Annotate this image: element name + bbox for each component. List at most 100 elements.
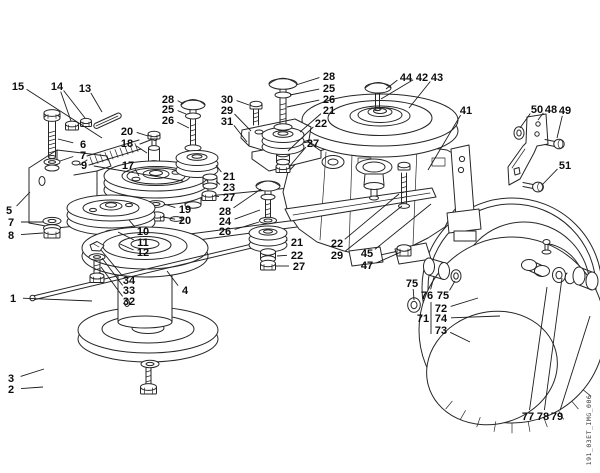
leader-line-41 — [427, 114, 461, 171]
callout-44: 44 — [400, 72, 413, 84]
callout-28: 28 — [323, 71, 335, 83]
callout-72: 72 — [435, 303, 447, 315]
callout-73: 73 — [435, 325, 447, 337]
leader-line-9 — [93, 165, 184, 182]
leader-line-31 — [233, 125, 248, 143]
leader-line-73 — [450, 331, 471, 343]
callout-26: 26 — [323, 94, 335, 106]
callout-19: 19 — [179, 204, 191, 216]
callout-20: 20 — [121, 126, 133, 138]
leader-line-28 — [233, 188, 262, 209]
callout-26: 26 — [162, 115, 174, 127]
callout-41: 41 — [460, 105, 472, 117]
spring — [79, 135, 158, 166]
leader-line-22 — [344, 193, 400, 240]
leader-line-22 — [276, 254, 288, 257]
washers-7-8-lower — [42, 216, 62, 239]
callout-12: 12 — [137, 247, 149, 259]
idler-stack-center — [261, 77, 305, 173]
housing-bolt-29 — [397, 161, 411, 209]
leader-line-26 — [234, 221, 260, 230]
callout-42: 42 — [416, 72, 428, 84]
callout-27: 27 — [307, 138, 319, 150]
leader-line-25 — [289, 88, 320, 96]
callout-22: 22 — [331, 238, 343, 250]
callout-29: 29 — [221, 105, 233, 117]
leader-line-76 — [430, 276, 435, 290]
callout-27: 27 — [223, 192, 235, 204]
callout-18: 18 — [121, 138, 133, 150]
leader-line-20 — [136, 131, 149, 137]
leader-line-21 — [285, 239, 288, 242]
leader-line-14 — [63, 90, 86, 119]
callout-32: 32 — [123, 296, 135, 308]
callout-2: 2 — [8, 384, 14, 396]
leader-line-78 — [543, 277, 563, 411]
callout-15: 15 — [12, 81, 24, 93]
leader-line-13 — [90, 92, 103, 113]
callout-13: 13 — [79, 83, 91, 95]
pin-13 — [93, 112, 122, 129]
leader-line-49 — [556, 115, 563, 139]
callout-5: 5 — [6, 205, 12, 217]
leader-line-33 — [101, 257, 123, 286]
callout-48: 48 — [545, 104, 557, 116]
transaxle-housing-41 — [282, 144, 482, 267]
leader-line-27 — [214, 195, 220, 198]
leader-line-21 — [299, 113, 322, 133]
leader-line-34 — [100, 249, 123, 276]
idler-stack-left — [175, 99, 219, 201]
leader-line-50 — [519, 113, 531, 129]
callout-17: 17 — [122, 160, 134, 172]
leader-line-6 — [57, 138, 74, 144]
leader-line-29 — [344, 205, 403, 252]
figure-id: 191_03ET_IMG_006 — [585, 395, 593, 466]
leader-line-42 — [380, 79, 414, 100]
callout-26: 26 — [219, 226, 231, 238]
leader-line-43 — [408, 81, 431, 109]
leader-line-11 — [117, 231, 134, 241]
leader-line-20 — [162, 216, 176, 220]
callout-8: 8 — [8, 230, 14, 242]
leader-line-18 — [135, 145, 148, 154]
support-bracket-48 — [507, 113, 565, 193]
callout-28: 28 — [219, 206, 231, 218]
fastener-32-33-34 — [88, 241, 106, 283]
callout-75: 75 — [437, 290, 449, 302]
callout-31: 31 — [221, 116, 233, 128]
callout-7: 7 — [8, 217, 14, 229]
callout-43: 43 — [431, 72, 443, 84]
callout-9: 9 — [81, 160, 87, 172]
callout-75: 75 — [406, 278, 418, 290]
callout-33: 33 — [123, 285, 135, 297]
callout-7: 7 — [80, 150, 86, 162]
tire-tread — [445, 389, 592, 434]
leader-line-15 — [26, 88, 103, 139]
leader-line-47 — [376, 251, 402, 264]
washer-3-bolt-2 — [140, 359, 160, 395]
callout-30: 30 — [221, 94, 233, 106]
leader-line-21 — [215, 164, 222, 173]
leader-line-77 — [529, 286, 548, 411]
callout-22: 22 — [315, 118, 327, 130]
leader-line-72 — [450, 297, 479, 307]
leader-line-7 — [59, 156, 74, 162]
leader-line-28 — [295, 77, 320, 86]
leader-line-30 — [236, 100, 250, 106]
leader-line-29 — [234, 113, 252, 132]
leader-line-5 — [16, 191, 31, 207]
callout-21: 21 — [323, 105, 335, 117]
callout-45: 45 — [361, 248, 373, 260]
callout-78: 78 — [537, 411, 549, 423]
callout-20: 20 — [179, 215, 191, 227]
callout-14: 14 — [51, 81, 64, 93]
leader-line-44 — [385, 79, 398, 90]
washer-7-upper — [43, 158, 61, 172]
leader-line-1 — [22, 297, 93, 302]
callout-50: 50 — [531, 104, 543, 116]
callout-25: 25 — [162, 104, 174, 116]
callout-77: 77 — [522, 411, 534, 423]
callout-22: 22 — [291, 250, 303, 262]
